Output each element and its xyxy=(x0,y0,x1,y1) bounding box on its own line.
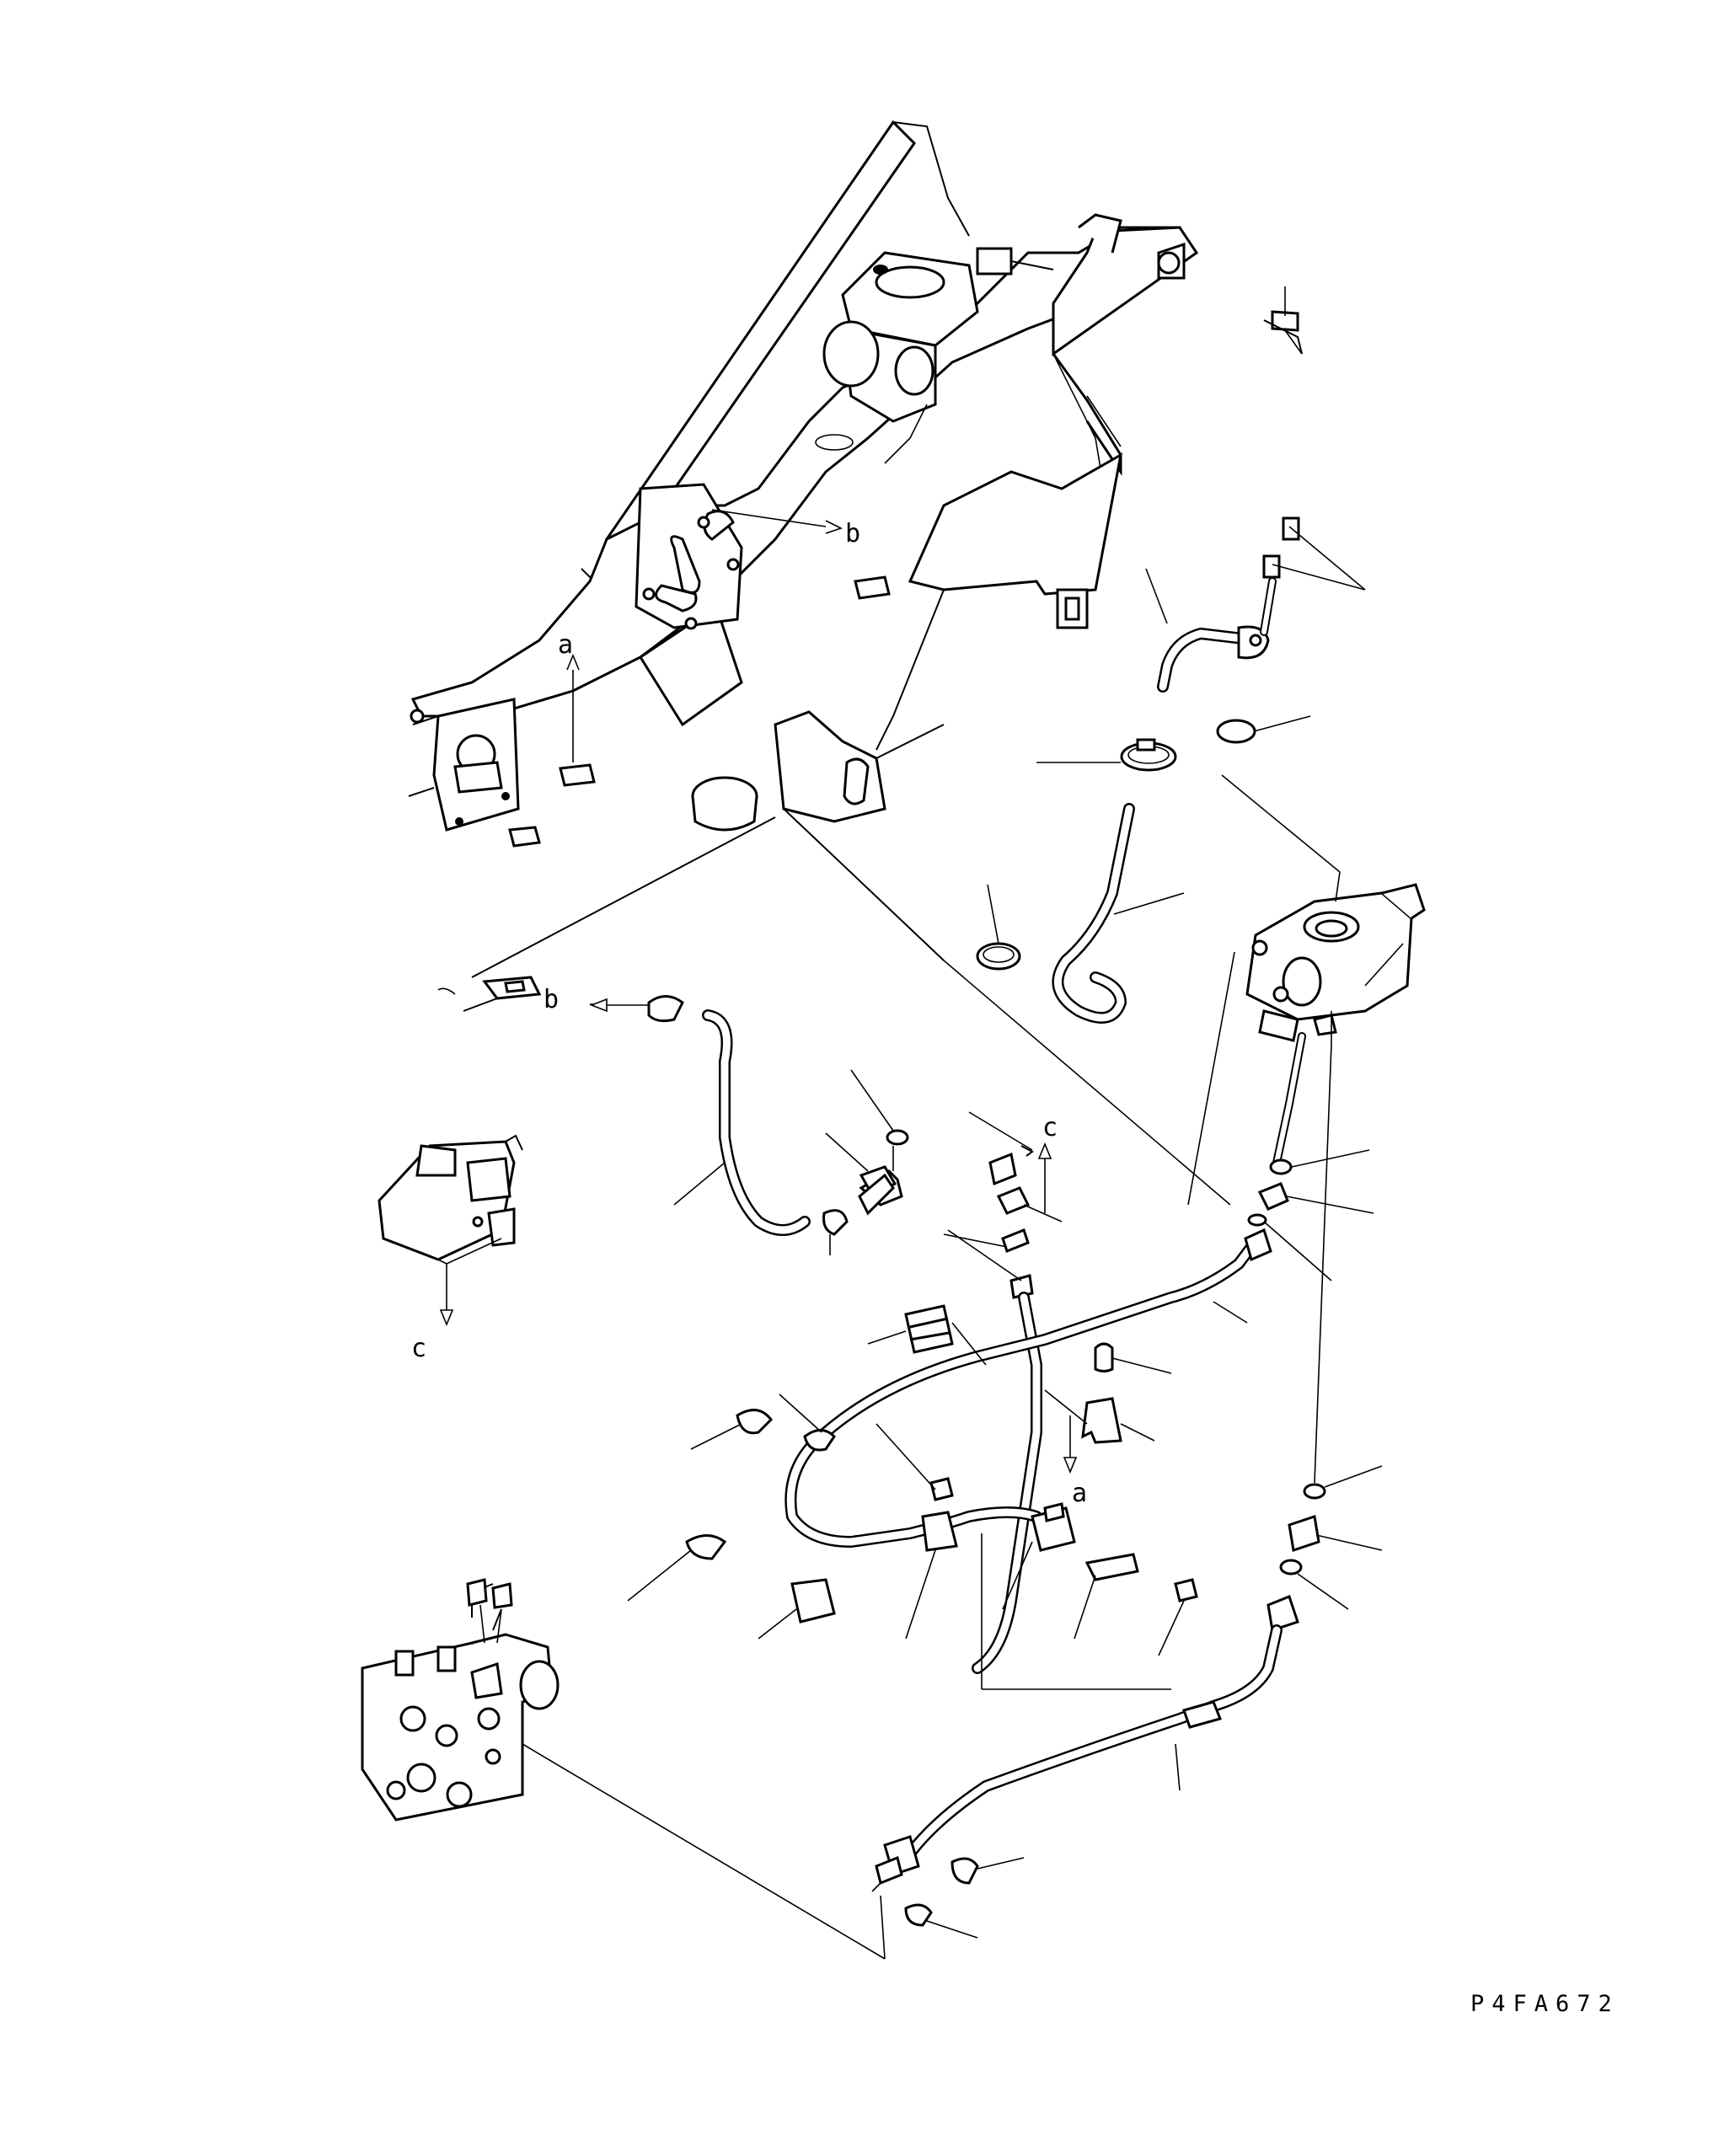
square-nuts xyxy=(508,286,1303,848)
pin-bracket xyxy=(691,710,945,961)
o-ring-upper xyxy=(1216,715,1311,744)
hose-clamp-mid xyxy=(976,884,1021,971)
hose-clamp-upper xyxy=(1036,738,1177,772)
fittings-right-upper xyxy=(1247,1149,1374,1281)
pressure-hose-a xyxy=(972,1292,1042,1674)
view-label-b-left: b xyxy=(544,985,559,1014)
leader-lines xyxy=(943,951,1235,1690)
center-fittings xyxy=(943,1111,1063,1299)
clamp-blocks xyxy=(627,1304,1198,1656)
view-arrows: b a b c c a xyxy=(411,509,1087,1508)
hydraulic-pump xyxy=(1221,774,1426,1042)
lower-hose-fittings xyxy=(871,1835,1025,1939)
shim-plate xyxy=(437,816,776,1012)
elbow-fitting-left xyxy=(825,1069,909,1206)
solenoid-valve-c xyxy=(378,1134,523,1265)
suction-hose-upper xyxy=(1145,516,1366,693)
control-valve xyxy=(361,1578,886,1960)
view-label-c-top: c xyxy=(1042,1113,1058,1142)
view-label-b-top: b xyxy=(845,519,860,548)
pressure-hose-b xyxy=(785,1228,1272,1548)
view-label-a-bottom: a xyxy=(1072,1479,1087,1508)
drain-hose-left xyxy=(647,995,895,1255)
drawing-code: P4FA672 xyxy=(1470,1991,1620,2017)
view-label-a-top: a xyxy=(558,630,573,660)
pump-delivery-tube xyxy=(1272,1011,1332,1484)
side-plate xyxy=(876,395,1123,751)
view-label-c-left: c xyxy=(411,1334,426,1363)
pressure-hose-c xyxy=(904,1465,1383,1859)
loader-frame xyxy=(408,120,1199,832)
suction-hose-main xyxy=(1052,803,1185,1024)
